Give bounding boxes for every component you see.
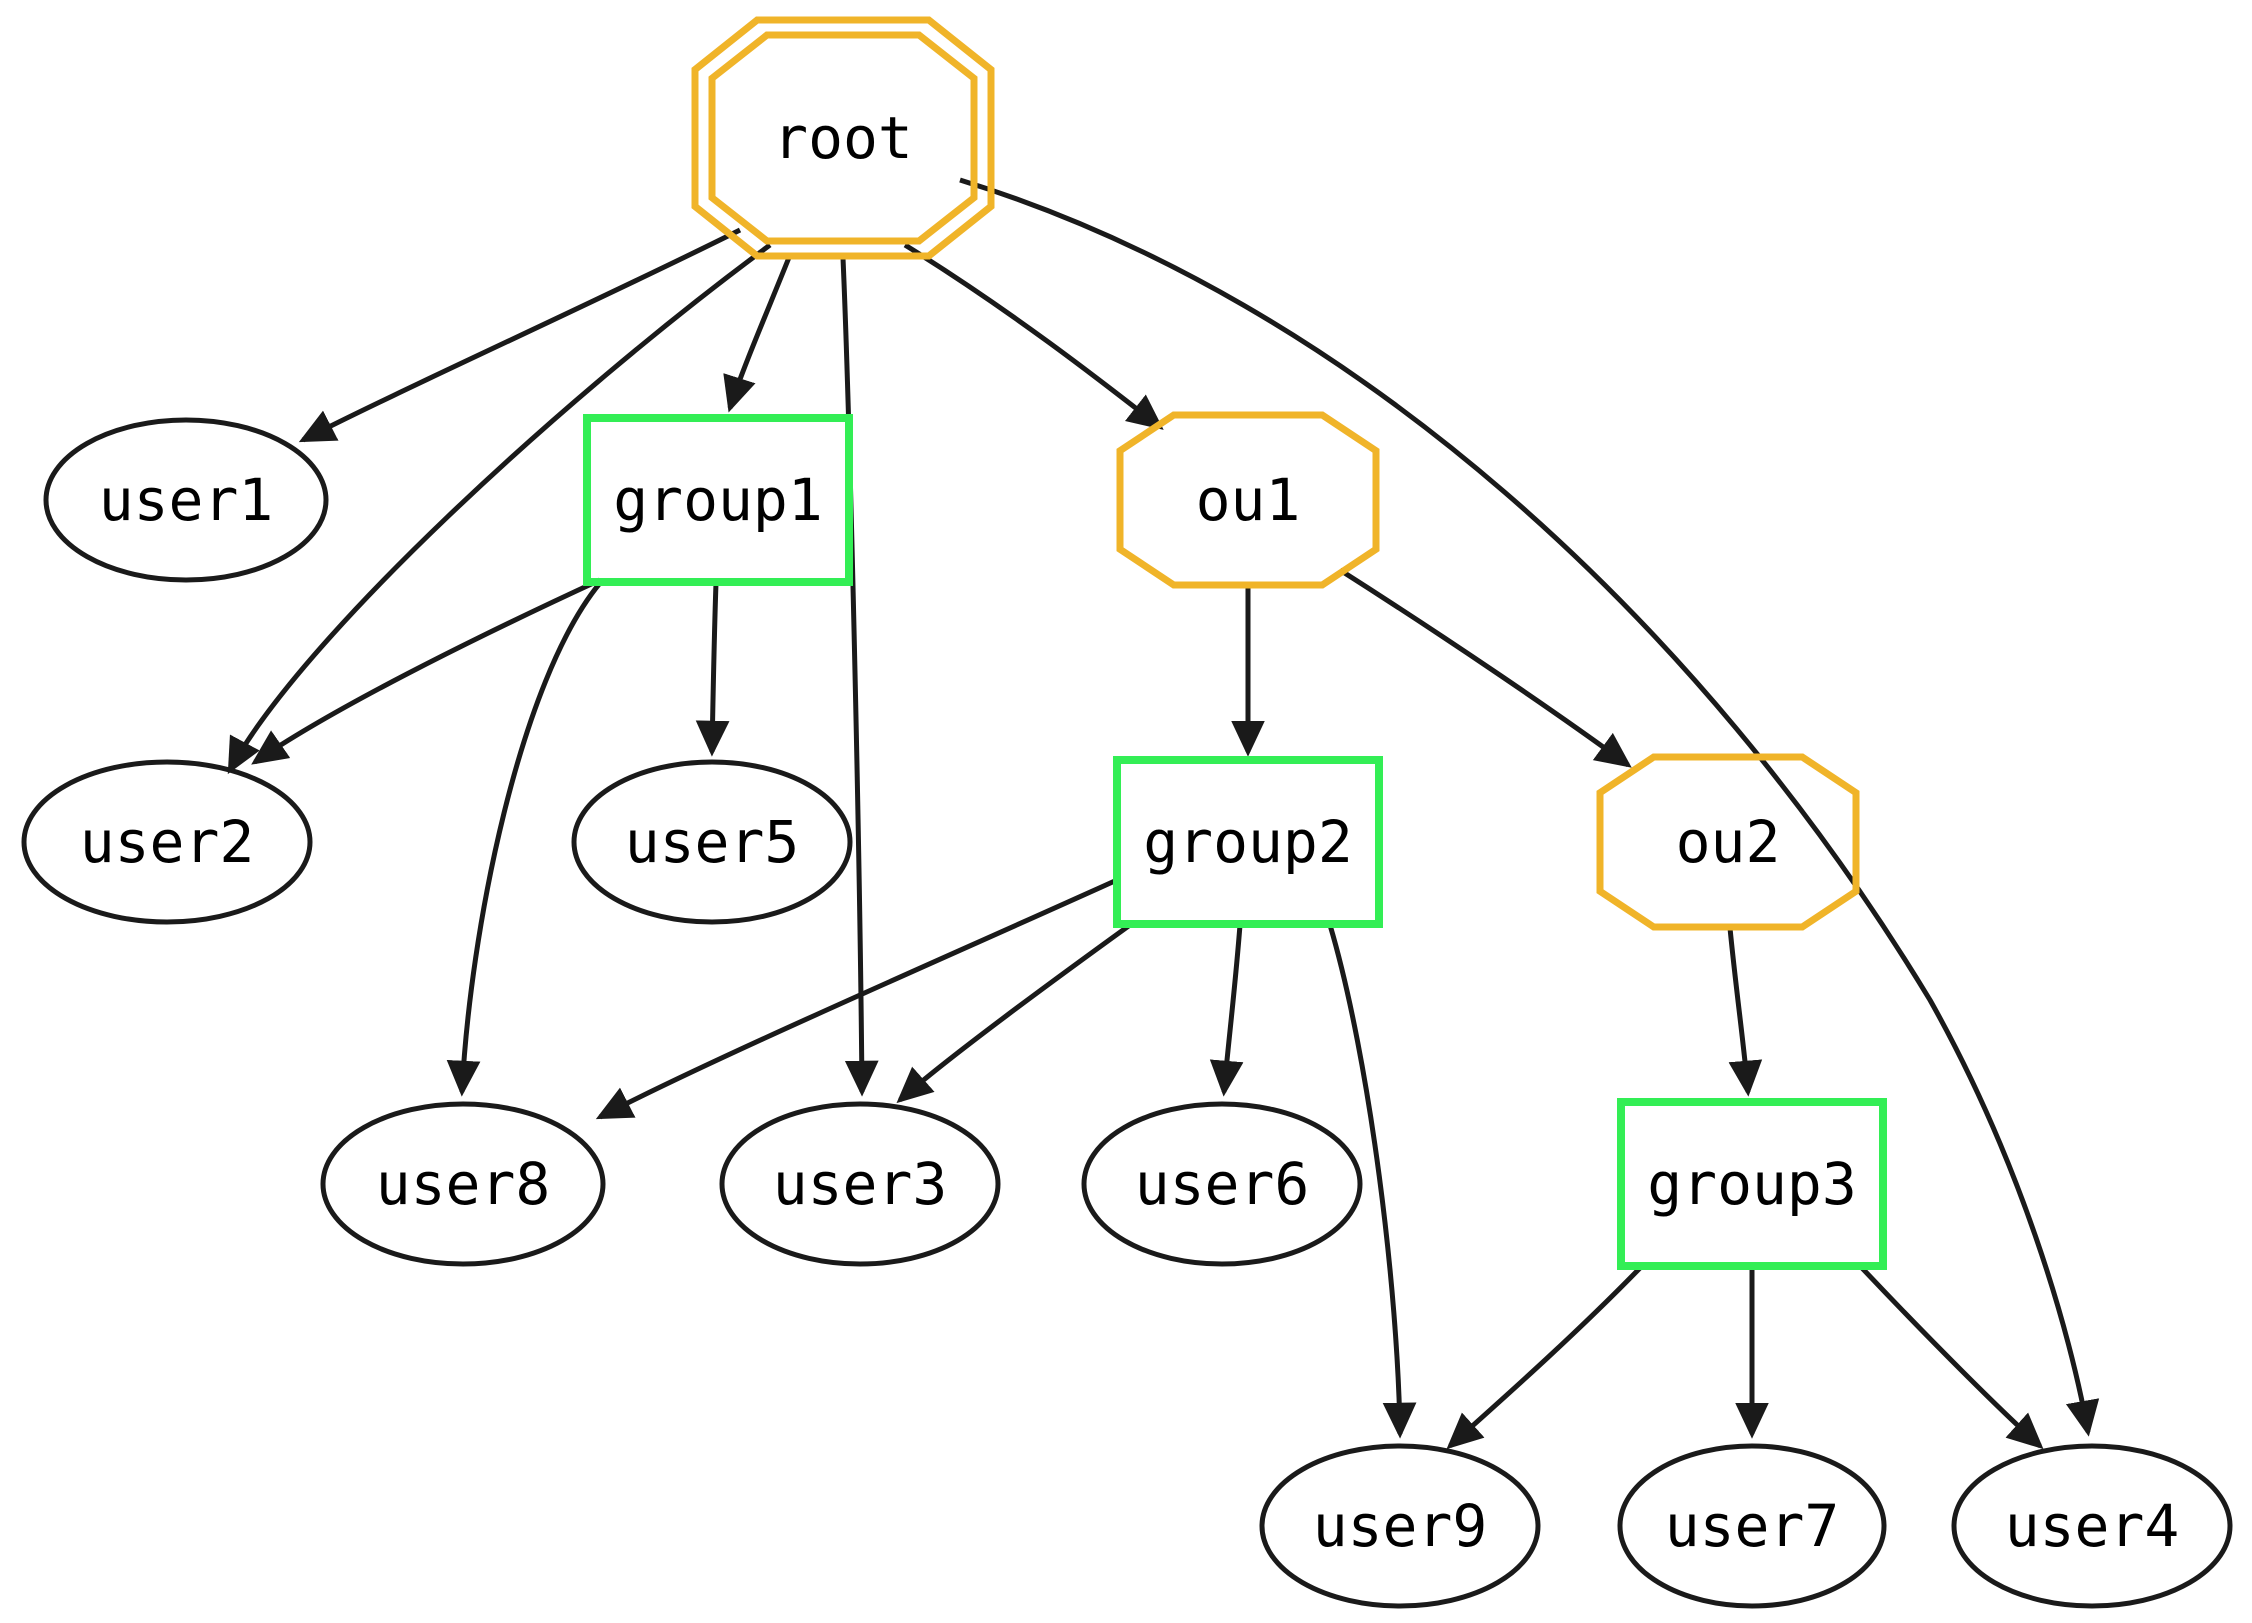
edge-group1-to-user2 — [251, 577, 602, 765]
edge-layer — [227, 177, 2100, 1450]
node-root[interactable]: root — [691, 16, 995, 260]
edge-line — [903, 242, 1164, 430]
node-shape-ellipse — [1081, 1101, 1363, 1267]
node-label-user3: user3 — [773, 1150, 948, 1218]
node-user4[interactable]: user4 — [1951, 1443, 2233, 1609]
edge-line — [227, 242, 772, 775]
node-user5[interactable]: user5 — [571, 759, 853, 925]
edge-root-to-group1 — [723, 254, 793, 413]
node-user6[interactable]: user6 — [1081, 1101, 1363, 1267]
node-label-user9: user9 — [1313, 1492, 1488, 1560]
edge-ou1-to-ou2 — [1338, 567, 1632, 768]
node-user3[interactable]: user3 — [719, 1101, 1001, 1267]
edge-root-to-ou1 — [903, 242, 1164, 430]
node-label-root: root — [773, 104, 913, 172]
edge-line — [1727, 927, 1763, 1097]
node-label-user7: user7 — [1665, 1492, 1840, 1560]
node-label-user6: user6 — [1135, 1150, 1310, 1218]
node-group3[interactable]: group3 — [1617, 1098, 1887, 1270]
edge-line — [840, 257, 879, 1097]
edge-ou2-to-group3 — [1727, 927, 1763, 1097]
node-shape-ellipse — [1617, 1443, 1887, 1609]
node-label-group1: group1 — [613, 466, 823, 534]
node-label-user1: user1 — [99, 466, 274, 534]
node-group2[interactable]: group2 — [1113, 756, 1383, 928]
edge-line — [1209, 924, 1244, 1097]
node-ou2[interactable]: ou2 — [1596, 753, 1860, 931]
edge-line — [1446, 1266, 1642, 1450]
node-ou1[interactable]: ou1 — [1116, 411, 1380, 589]
node-shape-box — [583, 414, 853, 586]
node-user9[interactable]: user9 — [1259, 1443, 1541, 1609]
edge-line — [723, 254, 793, 413]
node-user1[interactable]: user1 — [43, 417, 329, 583]
node-label-user8: user8 — [376, 1150, 551, 1218]
node-label-group2: group2 — [1143, 808, 1353, 876]
edge-group2-to-user3 — [896, 922, 1132, 1104]
edge-root-to-user3 — [840, 257, 879, 1097]
node-shape-octagon-outer — [691, 16, 995, 260]
node-group1[interactable]: group1 — [583, 414, 853, 586]
node-shape-ellipse — [1951, 1443, 2233, 1609]
node-shape-ellipse — [320, 1101, 606, 1267]
node-label-user5: user5 — [625, 808, 800, 876]
node-label-user4: user4 — [2005, 1492, 2180, 1560]
edge-line — [595, 877, 1119, 1120]
node-shape-octagon — [1116, 411, 1380, 589]
edge-line — [695, 582, 730, 757]
edge-root-to-user4 — [959, 177, 2100, 1437]
edge-line — [1860, 1266, 2044, 1450]
node-shape-octagon-inner — [708, 31, 978, 245]
node-shape-ellipse — [21, 759, 313, 925]
node-user7[interactable]: user7 — [1617, 1443, 1887, 1609]
node-shape-box — [1113, 756, 1383, 928]
node-shape-ellipse — [571, 759, 853, 925]
node-label-ou2: ou2 — [1676, 808, 1781, 876]
node-user8[interactable]: user8 — [320, 1101, 606, 1267]
edge-root-to-user1 — [298, 227, 742, 443]
node-shape-box — [1617, 1098, 1887, 1270]
edge-line — [298, 227, 742, 443]
node-label-ou1: ou1 — [1196, 466, 1301, 534]
edge-line — [959, 177, 2100, 1437]
edge-line — [1338, 567, 1632, 768]
edge-group3-to-user9 — [1446, 1266, 1642, 1450]
node-layer: root user1 group1 ou1 user2 user5 group2 ou2 use… — [21, 16, 2233, 1609]
edge-group2-to-user6 — [1209, 924, 1244, 1097]
edge-group1-to-user8 — [446, 581, 602, 1097]
edge-line — [896, 922, 1132, 1104]
edge-line — [446, 581, 602, 1097]
node-shape-ellipse — [1259, 1443, 1541, 1609]
node-label-user2: user2 — [80, 808, 255, 876]
edge-line — [251, 577, 602, 765]
edge-group3-to-user4 — [1860, 1266, 2044, 1450]
edge-group2-to-user9 — [1327, 924, 1417, 1439]
edge-group1-to-user5 — [695, 582, 730, 757]
node-user2[interactable]: user2 — [21, 759, 313, 925]
node-shape-ellipse — [719, 1101, 1001, 1267]
edge-group2-to-user8 — [595, 877, 1119, 1120]
node-label-group3: group3 — [1647, 1150, 1857, 1218]
edge-line — [1327, 924, 1417, 1439]
node-shape-ellipse — [43, 417, 329, 583]
node-shape-octagon — [1596, 753, 1860, 931]
edge-root-to-user2 — [227, 242, 772, 775]
